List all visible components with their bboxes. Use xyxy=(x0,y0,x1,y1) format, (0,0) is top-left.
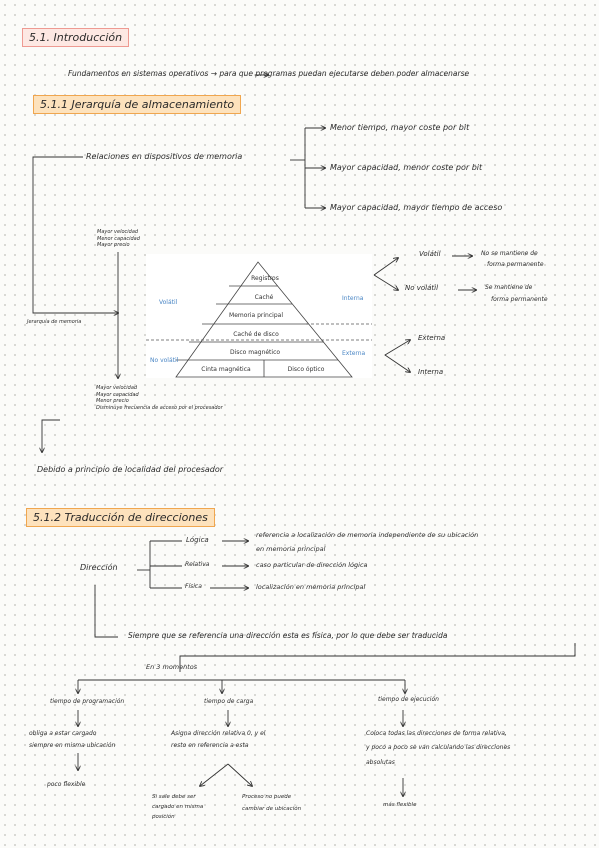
intro-text: Fundamentos en sistemas operativos → par… xyxy=(68,69,470,78)
direccion-fisica: Física xyxy=(185,583,202,590)
memory-pyramid: Registros Caché Memoria principal Caché … xyxy=(146,254,372,378)
heading-traduccion: 5.1.2 Traducción de direcciones xyxy=(26,508,215,527)
col3-desc: Coloca todas las direcciones de forma re… xyxy=(366,730,507,737)
jerarquia-label: Jerarquía de memoria xyxy=(27,319,82,325)
col2-left: cargado en misma xyxy=(152,804,204,810)
col2-desc: resto en referencia a esta xyxy=(171,742,249,749)
volatil-label: Volátil xyxy=(419,250,441,258)
fisica-desc: localización en memoria principal xyxy=(256,583,366,591)
col2-right: Proceso no puede xyxy=(242,794,292,800)
pyramid-shape xyxy=(146,261,372,378)
top-list-item: Mayor velocidad xyxy=(97,229,139,235)
no-volatil-desc: Se mantiene de xyxy=(485,284,533,291)
col2-right: cambiar de ubicación xyxy=(242,806,302,812)
col2-desc: Asigna dirección relativa 0, y el xyxy=(171,730,266,737)
heading-introduccion: 5.1. Introducción xyxy=(22,28,130,47)
logica-desc: referencia a localización de memoria ind… xyxy=(256,531,479,539)
col1-desc: obliga a estar cargado xyxy=(29,730,97,737)
relaciones-text: Relaciones en dispositivos de memoria xyxy=(86,152,243,161)
externa-label: Externa xyxy=(418,334,446,342)
branch-2: Mayor capacidad, menor coste por bit xyxy=(330,163,483,172)
pyramid-label-no-volatil: No volátil xyxy=(150,357,179,364)
top-list-item: Menor capacidad xyxy=(97,235,140,242)
bottom-list-item: Disminuye frecuencia de acceso por el pr… xyxy=(96,404,223,411)
relativa-desc: caso particular de dirección lógica xyxy=(256,561,368,569)
pyramid-level-registros: Registros xyxy=(251,275,279,282)
pyramid-level-cache: Caché xyxy=(254,294,274,301)
direccion-relativa: Relativa xyxy=(185,561,210,568)
col2-left: posición xyxy=(152,814,175,820)
top-list-item: Mayor precio xyxy=(97,242,130,248)
bottom-list: Mayor velocidad Mayor capacidad Menor pr… xyxy=(96,385,223,411)
siempre-text: Siempre que se referencia una dirección … xyxy=(128,631,448,640)
pyramid-level-memoria-principal: Memoria principal xyxy=(229,312,283,319)
col3-result: más flexible xyxy=(383,802,417,808)
col2-left: Si sale debe ser xyxy=(152,794,196,800)
direccion-logica: Lógica xyxy=(186,536,209,544)
volatil-desc: forma permanente xyxy=(487,261,544,268)
branch-1: Menor tiempo, mayor coste por bit xyxy=(330,123,470,132)
bottom-list-item: Mayor capacidad xyxy=(96,391,139,398)
pyramid-level-cinta: Cinta magnética xyxy=(201,366,251,373)
pyramid-level-disco-optico: Disco óptico xyxy=(287,366,325,373)
direccion-label: Dirección xyxy=(80,563,118,572)
localidad-text: Debido a principio de localidad del proc… xyxy=(37,465,224,474)
top-list: Mayor velocidad Menor capacidad Mayor pr… xyxy=(97,229,140,249)
col2-title: tiempo de carga xyxy=(204,698,254,705)
pyramid-level-disco-magnetico: Disco magnético xyxy=(229,349,281,356)
col3-desc: absolutas xyxy=(366,759,395,766)
heading-jerarquia: 5.1.1 Jerarquía de almacenamiento xyxy=(33,95,242,114)
col1-result: poco flexible xyxy=(47,781,86,788)
bottom-list-item: Mayor velocidad xyxy=(96,385,138,391)
pyramid-level-cache-disco: Caché de disco xyxy=(233,331,279,338)
col3-title: tiempo de ejecución xyxy=(378,696,439,703)
interna-label: Interna xyxy=(418,368,444,376)
pyramid-label-interna: Interna xyxy=(342,295,364,302)
branch-3: Mayor capacidad, mayor tiempo de acceso xyxy=(330,203,503,212)
logica-desc: en memoria principal xyxy=(256,545,326,553)
col3-desc: y poco a poco se van calculando las dire… xyxy=(366,744,511,751)
volatil-desc: No se mantiene de xyxy=(481,250,538,257)
no-volatil-desc: forma permanente xyxy=(491,296,548,303)
pyramid-label-externa: Externa xyxy=(342,350,366,357)
momentos-text: En 3 momentos xyxy=(146,663,198,671)
pyramid-label-volatil: Volátil xyxy=(159,299,178,306)
bottom-list-item: Menor precio xyxy=(96,398,129,404)
col1-desc: siempre en misma ubicación xyxy=(29,742,116,749)
no-volatil-label: No volátil xyxy=(405,284,439,292)
col1-title: tiempo de programación xyxy=(50,698,125,705)
